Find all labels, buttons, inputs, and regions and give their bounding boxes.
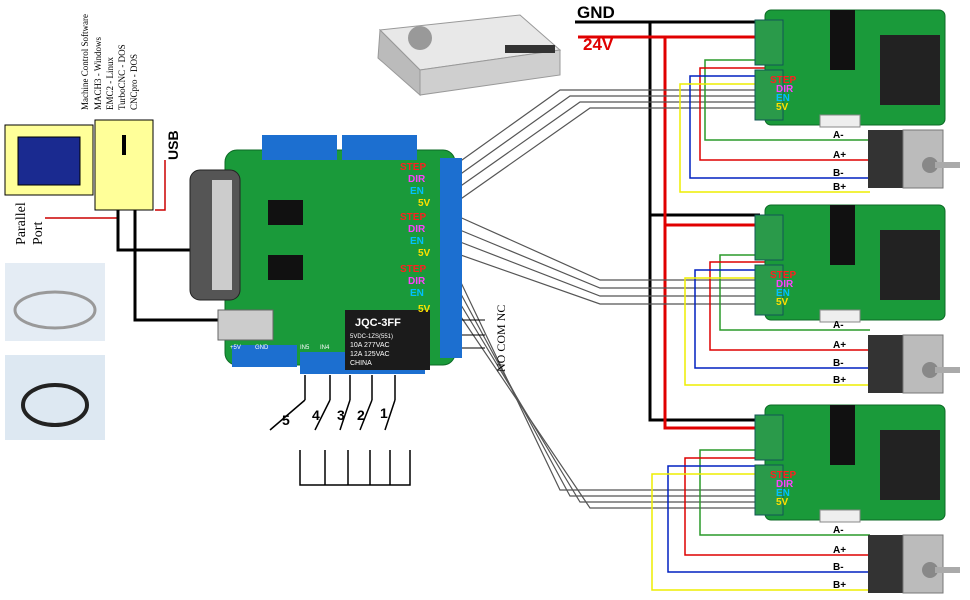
stepper-motor: A- A+ B- B+ bbox=[833, 525, 960, 594]
cable-photo-usb bbox=[5, 355, 105, 440]
pc-cables bbox=[45, 160, 220, 322]
motor-wire-label: B- bbox=[833, 562, 844, 573]
motor-wire-label: A+ bbox=[833, 545, 846, 556]
software-item: MACH3 - Windows bbox=[93, 37, 103, 110]
board-label: GND bbox=[255, 345, 269, 351]
motor-wires bbox=[651, 59, 870, 591]
svg-text:DIR: DIR bbox=[408, 276, 426, 287]
parallel-port-label-1: Parallel bbox=[14, 202, 29, 245]
svg-text:3: 3 bbox=[337, 407, 345, 423]
svg-text:EN: EN bbox=[410, 186, 424, 197]
relay-text: 5VDC-1ZS(551) bbox=[350, 334, 393, 340]
motor-wire-label: B- bbox=[833, 168, 844, 179]
svg-text:DIR: DIR bbox=[408, 174, 426, 185]
stepper-drivers: STEPDIREN5VA-A+B-B+STEPDIREN5VA-A+B-B+ST… bbox=[754, 9, 960, 594]
software-item: TurboCNC - DOS bbox=[117, 44, 127, 110]
power-supply bbox=[377, 14, 562, 97]
svg-text:4: 4 bbox=[312, 407, 320, 423]
svg-text:STEP: STEP bbox=[400, 162, 426, 173]
driver-signal-label: DIR bbox=[776, 84, 794, 95]
motor-wire-label: A+ bbox=[833, 340, 846, 351]
svg-text:2: 2 bbox=[357, 407, 365, 423]
relay-text: 12A 125VAC bbox=[350, 351, 390, 358]
motor-wire-label: A- bbox=[833, 525, 844, 536]
relay-terminal-labels: NO COM NC bbox=[494, 305, 508, 372]
svg-text:5V: 5V bbox=[418, 198, 431, 209]
cable-photo-parallel bbox=[5, 263, 105, 341]
breakout-board: JQC-3FF 5VDC-1ZS(551) 10A 277VAC 12A 125… bbox=[189, 135, 462, 374]
input-switches bbox=[269, 375, 411, 486]
usb-label: USB bbox=[165, 130, 181, 160]
board-label: IN4 bbox=[320, 345, 330, 351]
parallel-port-label-2: Port bbox=[31, 222, 46, 245]
board-label: +5V bbox=[230, 345, 241, 351]
motor-wire-label: A+ bbox=[833, 150, 846, 161]
driver-signal-label: EN bbox=[776, 488, 790, 499]
svg-text:5: 5 bbox=[282, 412, 290, 428]
software-item: EMC2 - Linux bbox=[105, 57, 115, 110]
24v-label: 24V bbox=[583, 35, 614, 54]
motor-wire-label: B+ bbox=[833, 580, 846, 591]
driver-signal-label: 5V bbox=[776, 297, 789, 308]
driver-signal-label: EN bbox=[776, 93, 790, 104]
software-list: Machine Control Software MACH3 - Windows… bbox=[80, 14, 139, 110]
svg-text:DIR: DIR bbox=[408, 224, 426, 235]
signal-wires bbox=[454, 89, 760, 509]
driver-signal-label: DIR bbox=[776, 279, 794, 290]
driver-signal-label: DIR bbox=[776, 479, 794, 490]
svg-text:1: 1 bbox=[380, 405, 388, 421]
driver-signal-label: STEP bbox=[770, 470, 796, 481]
software-item: CNCpro - DOS bbox=[129, 54, 139, 110]
svg-text:EN: EN bbox=[410, 236, 424, 247]
svg-text:5V: 5V bbox=[418, 248, 431, 259]
relay-text: CHINA bbox=[350, 360, 372, 367]
relay-text: 10A 277VAC bbox=[350, 342, 390, 349]
driver-signal-label: 5V bbox=[776, 497, 789, 508]
driver-signal-label: EN bbox=[776, 288, 790, 299]
computer bbox=[4, 119, 154, 211]
svg-text:STEP: STEP bbox=[400, 264, 426, 275]
power-wires bbox=[575, 20, 760, 430]
driver-signal-label: STEP bbox=[770, 75, 796, 86]
relay-wires bbox=[462, 319, 485, 349]
svg-text:EN: EN bbox=[410, 288, 424, 299]
relay-model: JQC-3FF bbox=[355, 317, 401, 329]
driver-signal-label: STEP bbox=[770, 270, 796, 281]
motor-wire-label: A- bbox=[833, 130, 844, 141]
gnd-label: GND bbox=[577, 3, 615, 22]
svg-text:STEP: STEP bbox=[400, 212, 426, 223]
board-label: IN5 bbox=[300, 345, 310, 351]
stepper-motor: A- A+ B- B+ bbox=[833, 129, 960, 193]
svg-text:5V: 5V bbox=[418, 304, 431, 315]
driver-signal-label: 5V bbox=[776, 102, 789, 113]
motor-wire-label: B+ bbox=[833, 182, 846, 193]
motor-wire-label: B- bbox=[833, 358, 844, 369]
stepper-motor: A- A+ B- B+ bbox=[833, 320, 960, 394]
motor-wire-label: A- bbox=[833, 320, 844, 331]
software-title: Machine Control Software bbox=[80, 14, 90, 110]
motor-wire-label: B+ bbox=[833, 375, 846, 386]
relay bbox=[345, 310, 430, 370]
